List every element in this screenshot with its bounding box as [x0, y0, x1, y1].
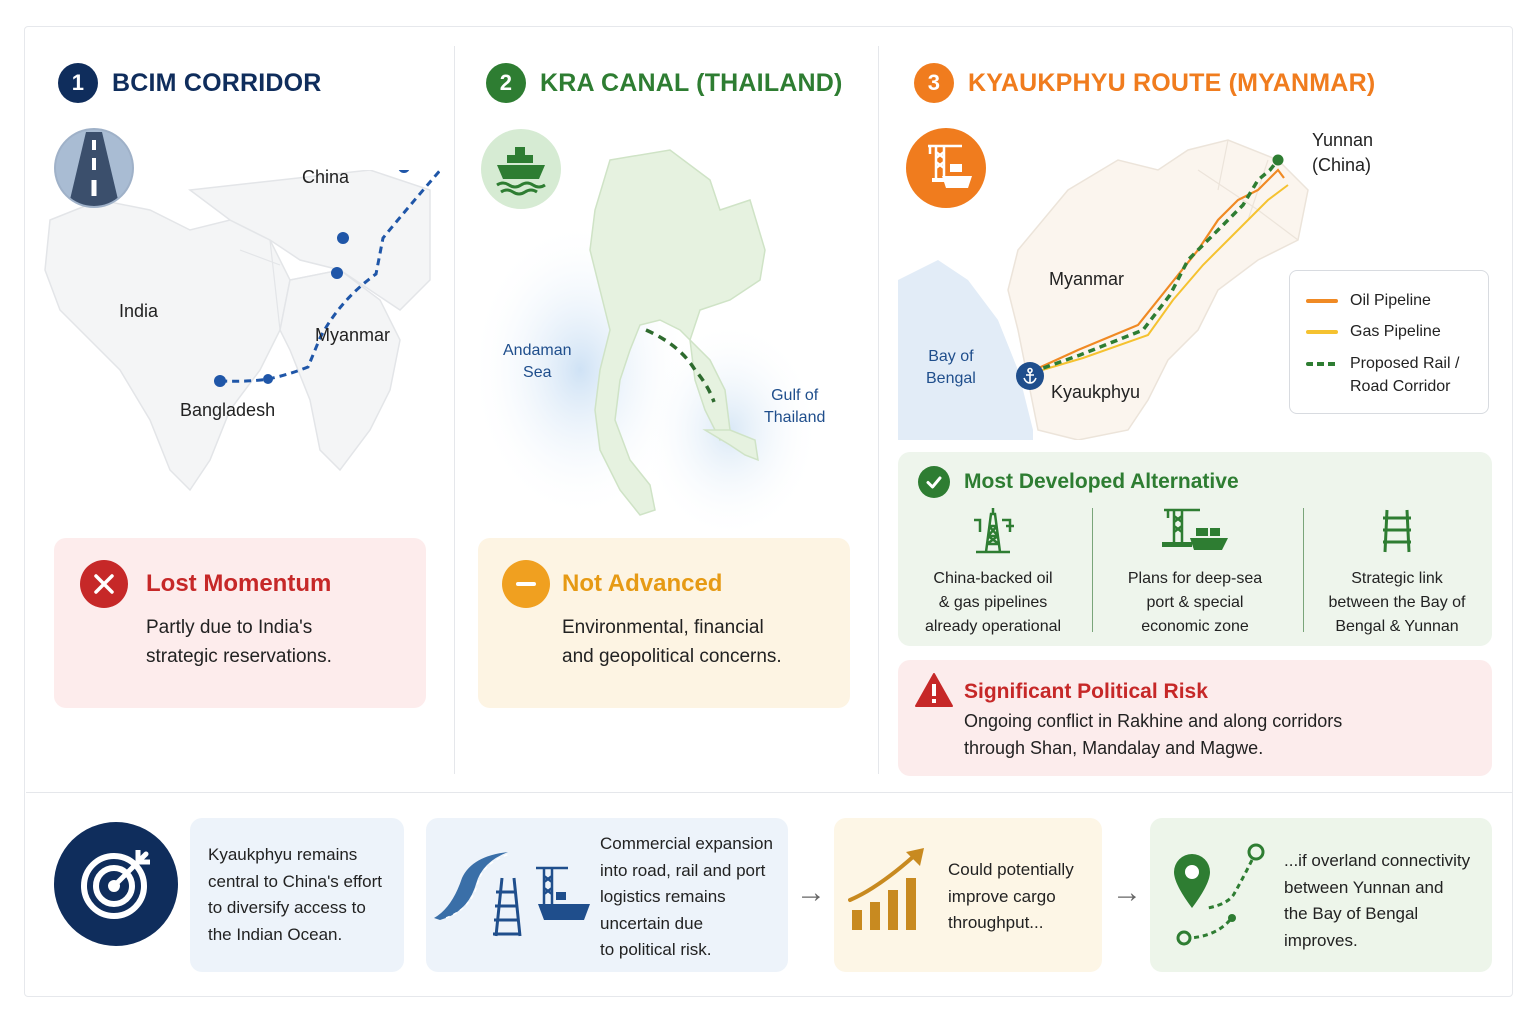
- myanmar-landmass: [279, 269, 401, 472]
- status-card-lost-momentum: Lost Momentum Partly due to India's stra…: [54, 538, 426, 708]
- legend-item-gas: Gas Pipeline: [1306, 320, 1441, 343]
- route-pin-icon: [1174, 843, 1265, 946]
- row-divider: [26, 792, 1512, 793]
- bottom-card-throughput: Could potentially improve cargo throughp…: [834, 818, 1102, 972]
- section-title-text: BCIM CORRIDOR: [112, 68, 322, 97]
- kra-canal-route: [645, 328, 716, 403]
- target-icon: [54, 822, 178, 946]
- divider: [1092, 508, 1093, 632]
- oil-rig-icon: [974, 508, 1014, 554]
- road-icon: [54, 128, 134, 208]
- developed-item: China-backed oil & gas pipelines already…: [898, 506, 1088, 639]
- arrow-right-icon: →: [1112, 876, 1142, 909]
- thailand-landmass: [589, 149, 766, 516]
- risk-title: Significant Political Risk: [964, 680, 1208, 703]
- developed-title: Most Developed Alternative: [964, 470, 1239, 493]
- section-number: 3: [914, 63, 954, 103]
- column-divider: [878, 46, 879, 774]
- anchor-icon: [1016, 362, 1044, 390]
- bcim-route-line: [219, 170, 440, 383]
- bcim-map: [44, 170, 440, 492]
- most-developed-card: Most Developed Alternative China-backed …: [898, 452, 1492, 646]
- route-node: [398, 170, 410, 173]
- china-landmass: [188, 170, 431, 311]
- crane-ship-icon: [1162, 508, 1228, 550]
- map-label-myanmar: Myanmar: [1049, 269, 1125, 289]
- india-landmass: [44, 199, 291, 492]
- developed-item: Plans for deep-sea port & special econom…: [1100, 506, 1290, 639]
- growth-chart-icon: [848, 848, 924, 930]
- check-icon: [918, 466, 950, 498]
- road-rail-port-icon: [434, 852, 590, 937]
- section-title-kyaukphyu: 3 KYAUKPHYU ROUTE (MYANMAR): [914, 63, 1375, 103]
- legend-swatch: [1306, 330, 1338, 334]
- route-node: [263, 374, 273, 384]
- status-text: Environmental, financial and geopolitica…: [562, 617, 782, 667]
- proposed-corridor-line: [1031, 158, 1280, 374]
- map-label-india: India: [119, 301, 159, 321]
- section-title-bcim: 1 BCIM CORRIDOR: [58, 63, 322, 103]
- route-node: [1272, 154, 1284, 166]
- developed-item: Strategic link between the Bay of Bengal…: [1302, 506, 1492, 639]
- route-node: [337, 232, 349, 244]
- section-title-text: KRA CANAL (THAILAND): [540, 68, 843, 97]
- section-number: 1: [58, 63, 98, 103]
- x-icon: [80, 560, 128, 608]
- political-risk-card: Significant Political Risk Ongoing confl…: [898, 660, 1492, 776]
- map-label-china: China: [302, 167, 350, 187]
- railway-icon: [1383, 509, 1411, 553]
- divider: [1303, 508, 1304, 632]
- status-text: Partly due to India's strategic reservat…: [146, 617, 332, 667]
- column-divider: [454, 46, 455, 774]
- bottom-card-commercial: Commercial expansion into road, rail and…: [426, 818, 788, 972]
- map-label-bangladesh: Bangladesh: [180, 400, 276, 420]
- map-label-gulf-of-thailand: Gulf of Thailand: [764, 387, 826, 426]
- legend-swatch: [1306, 299, 1338, 303]
- bottom-card-text: Kyaukphyu remains central to China's eff…: [208, 845, 382, 944]
- legend-item-corridor: Proposed Rail / Road Corridor: [1306, 352, 1459, 398]
- map-label-bay-of-bengal: Bay of Bengal: [926, 348, 976, 387]
- bottom-card-text: Could potentially improve cargo throughp…: [948, 860, 1074, 932]
- legend-item-oil: Oil Pipeline: [1306, 289, 1431, 312]
- map-label-andaman-sea: Andaman Sea: [503, 342, 572, 381]
- bottom-card-target: Kyaukphyu remains central to China's eff…: [190, 818, 404, 972]
- minus-icon: [502, 560, 550, 608]
- kra-map: [480, 149, 820, 530]
- map-label-kyaukphyu: Kyaukphyu: [1051, 382, 1141, 402]
- map-legend: Oil Pipeline Gas Pipeline Proposed Rail …: [1289, 270, 1489, 414]
- gas-pipeline-line: [1031, 184, 1289, 374]
- bottom-card-text: Commercial expansion into road, rail and…: [600, 834, 773, 959]
- status-title: Lost Momentum: [146, 570, 332, 597]
- ship-icon: [481, 129, 561, 209]
- bay-of-bengal: [898, 260, 1033, 440]
- status-title: Not Advanced: [562, 570, 723, 597]
- section-title-text: KYAUKPHYU ROUTE (MYANMAR): [968, 68, 1376, 97]
- legend-swatch: [1306, 362, 1338, 366]
- route-node: [214, 375, 226, 387]
- map-label-yunnan: Yunnan (China): [1312, 130, 1374, 175]
- oil-pipeline-line: [1031, 168, 1285, 373]
- arrow-right-icon: →: [796, 876, 826, 909]
- map-label-myanmar: Myanmar: [315, 325, 391, 345]
- risk-text: Ongoing conflict in Rakhine and along co…: [964, 711, 1343, 758]
- infographic-frame: [24, 26, 1513, 997]
- kyaukphyu-map: [898, 139, 1309, 440]
- route-node: [331, 267, 343, 279]
- port-crane-icon: [906, 128, 986, 208]
- warning-icon: [915, 673, 953, 707]
- bottom-card-connectivity: ...if overland connectivity between Yunn…: [1150, 818, 1492, 972]
- status-card-not-advanced: Not Advanced Environmental, financial an…: [478, 538, 850, 708]
- bottom-card-text: ...if overland connectivity between Yunn…: [1284, 851, 1471, 950]
- section-title-kra: 2 KRA CANAL (THAILAND): [486, 63, 843, 103]
- section-number: 2: [486, 63, 526, 103]
